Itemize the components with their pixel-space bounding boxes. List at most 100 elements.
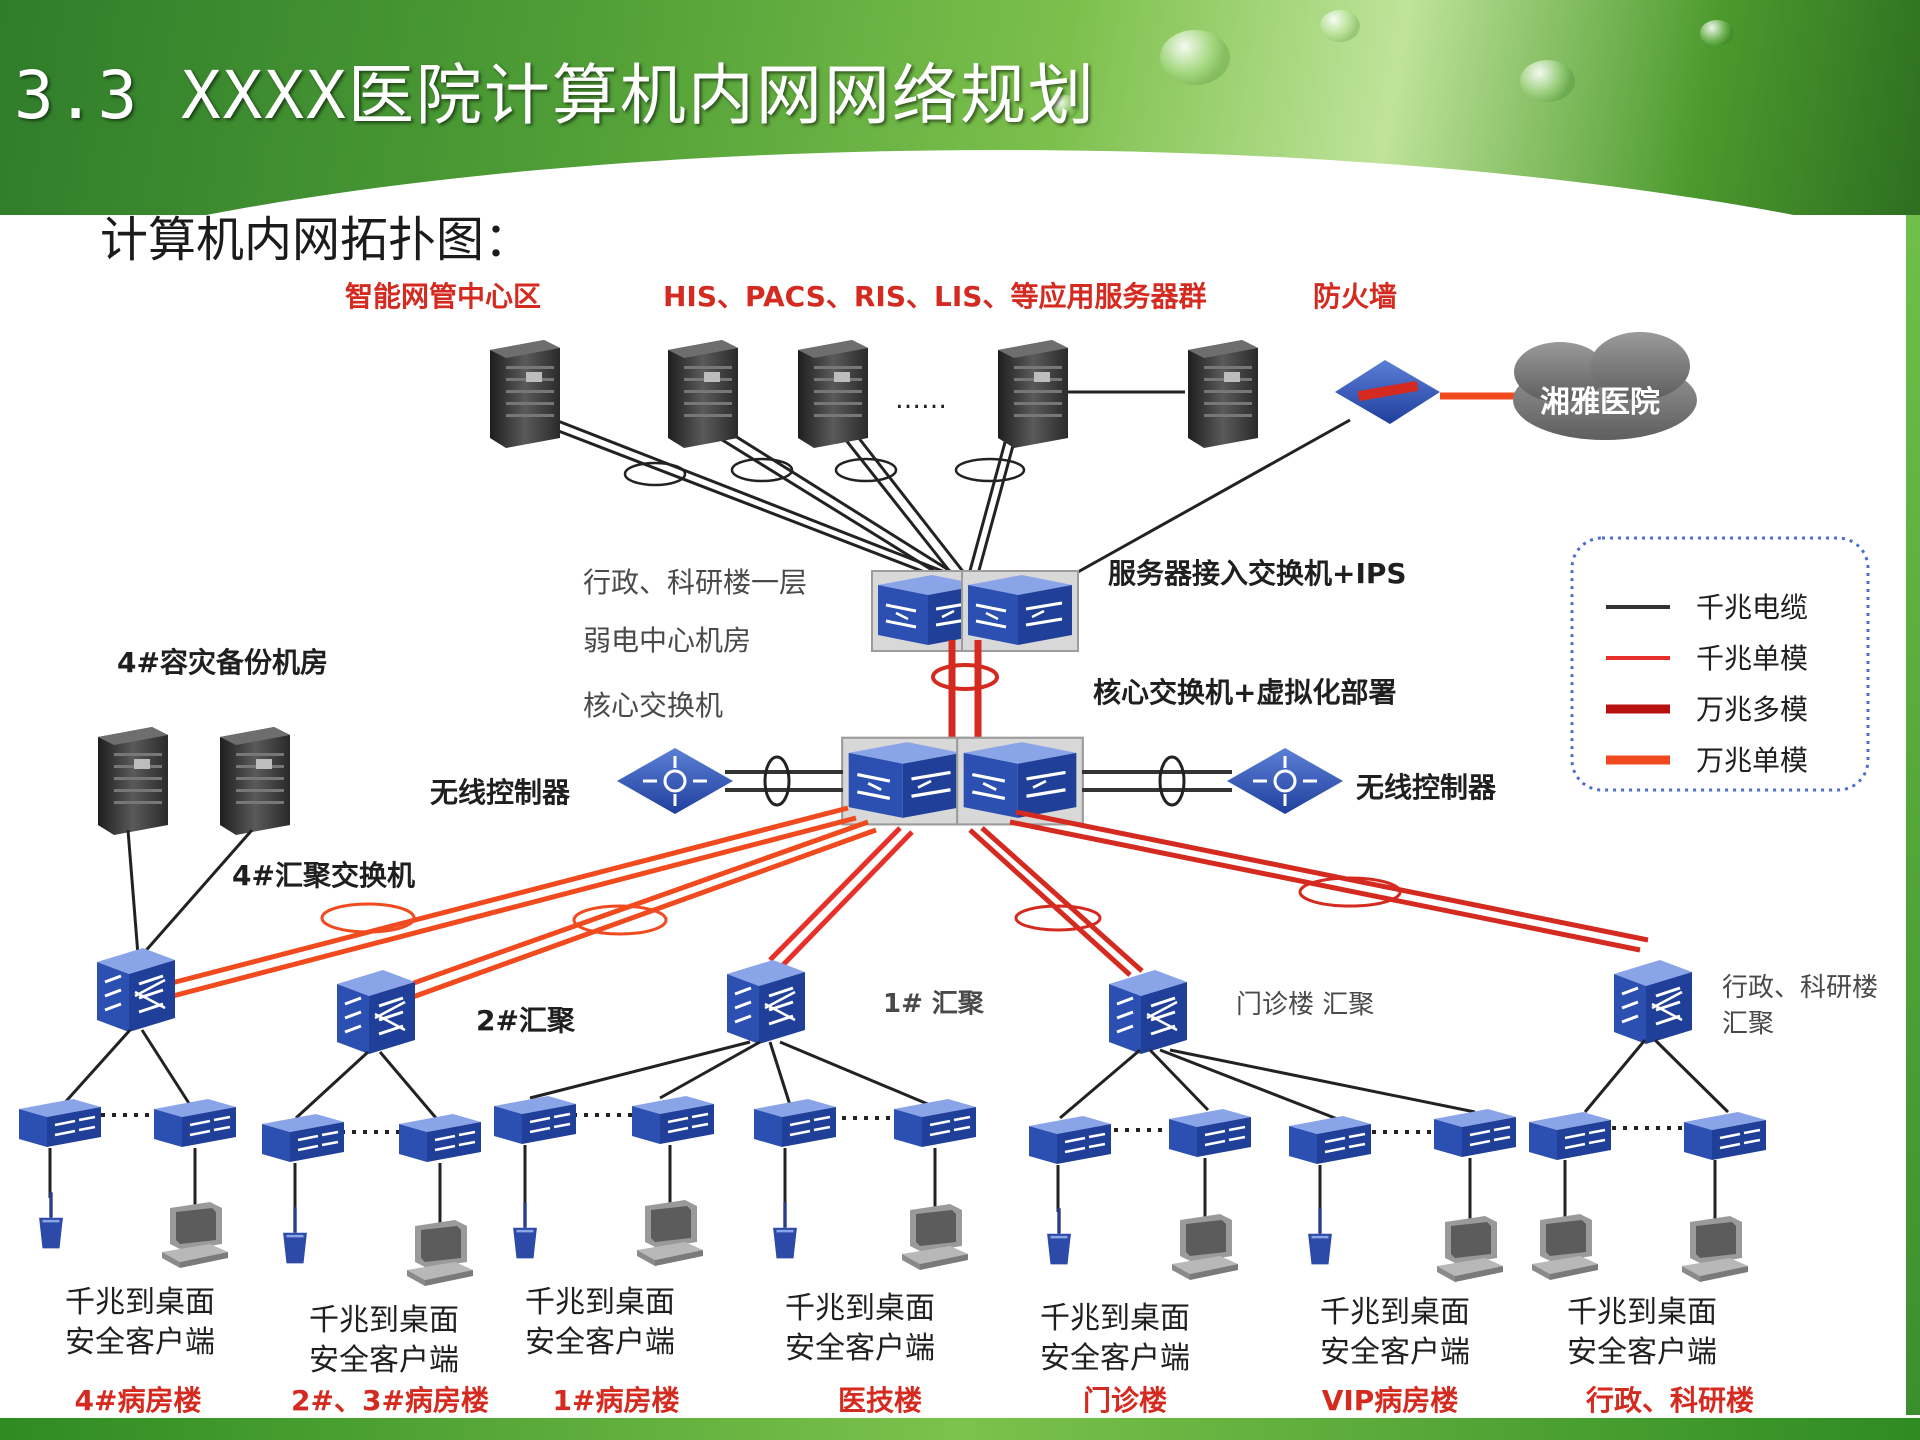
building-labels: 千兆到桌面 安全客户端 4#病房楼 千兆到桌面 安全客户端 2#、3#病房楼 千… — [65, 1285, 1754, 1417]
backup-server-links — [126, 829, 254, 956]
admin-agg-switch-icon — [1612, 958, 1694, 1046]
wireless-ap-icon — [1045, 1206, 1073, 1266]
wireless-controller-right-label: 无线控制器 — [1356, 771, 1497, 804]
core-to-aggregation-links — [159, 805, 1649, 1010]
wireless-controller-left-label: 无线控制器 — [430, 776, 571, 809]
access-switches — [17, 1094, 1768, 1166]
building-line-2: 安全客户端 — [785, 1331, 935, 1366]
wireless-ap-icon — [511, 1200, 539, 1260]
desktop-pc-icon — [637, 1200, 703, 1266]
slide-subtitle: 计算机内网拓扑图： — [100, 212, 533, 268]
legend-box — [1570, 536, 1870, 792]
building-line-2: 安全客户端 — [65, 1325, 215, 1360]
backup-server-icon — [98, 727, 168, 835]
server-ellipsis: …… — [895, 385, 947, 415]
access-switch-icon — [152, 1097, 238, 1149]
network-mgmt-server-icon — [490, 340, 560, 448]
water-drop-decoration — [1700, 20, 1734, 46]
app-server-icon — [668, 340, 738, 448]
agg1-label: 1# 汇聚 — [883, 989, 985, 1019]
cloud-label: 湘雅医院 — [1540, 385, 1660, 420]
agg1-switch-icon — [725, 958, 807, 1046]
desktop-pc-icon — [902, 1204, 968, 1270]
building-line-1: 千兆到桌面 — [1040, 1301, 1190, 1336]
firewall-icon — [1335, 360, 1440, 424]
building-name: 4#病房楼 — [75, 1384, 202, 1417]
server-uplinks — [529, 390, 1351, 584]
water-drop-decoration — [1320, 10, 1360, 42]
app-server-icon — [998, 340, 1068, 448]
wlc-left-link-ellipse — [763, 755, 791, 807]
desktop-pc-icon — [1172, 1214, 1238, 1280]
outpatient-agg-switch-icon — [1107, 968, 1189, 1056]
core-location-line-3: 核心交换机 — [583, 689, 723, 722]
agg2-switch-icon — [335, 968, 417, 1056]
backup-server-icon — [220, 727, 290, 835]
server-access-switch-icon — [870, 569, 1080, 653]
wireless-ap-icon — [281, 1205, 309, 1265]
building-name: 1#病房楼 — [553, 1384, 680, 1417]
wireless-controller-left-icon — [615, 746, 735, 816]
aggregation-to-access-links — [58, 1028, 1730, 1122]
building-name: 医技楼 — [838, 1384, 922, 1417]
server-switch-label: 服务器接入交换机+IPS — [1108, 557, 1407, 590]
wlc-right-links — [1082, 770, 1232, 792]
access-switch-icon — [1027, 1114, 1113, 1166]
zone-label-network-mgmt: 智能网管中心区 — [345, 280, 541, 313]
building-name: 门诊楼 — [1083, 1384, 1167, 1417]
wireless-ap-icon — [771, 1200, 799, 1260]
agg2-label: 2#汇聚 — [476, 1004, 576, 1037]
access-switch-icon — [752, 1097, 838, 1149]
app-server-icon — [798, 340, 868, 448]
building-line-1: 千兆到桌面 — [65, 1285, 215, 1320]
wlc-left-links — [725, 770, 843, 792]
building-line-1: 千兆到桌面 — [309, 1303, 459, 1338]
right-decoration-strip — [1906, 215, 1920, 1415]
outpatient-agg-label: 门诊楼 汇聚 — [1236, 990, 1374, 1020]
building-line-1: 千兆到桌面 — [525, 1285, 675, 1320]
desktop-pc-icon — [407, 1220, 473, 1286]
desktop-pc-icon — [162, 1202, 228, 1268]
water-drop-decoration — [1160, 30, 1230, 85]
legend-label: 万兆多模 — [1696, 693, 1808, 726]
desktop-pc-icon — [1682, 1216, 1748, 1282]
water-drop-decoration — [1050, 95, 1080, 119]
core-location-line-1: 行政、科研楼一层 — [583, 566, 807, 599]
slide-title: 3.3 XXXX医院计算机内网网络规划 — [14, 57, 1096, 134]
footer-bar — [0, 1418, 1920, 1440]
admin-agg-label-line-2: 汇聚 — [1722, 1009, 1774, 1039]
legend-label: 万兆单模 — [1696, 744, 1808, 777]
wireless-ap-icon — [37, 1190, 65, 1250]
water-drop-decoration — [1520, 60, 1575, 102]
wireless-ap-icon — [1306, 1206, 1334, 1266]
access-switch-icon — [260, 1112, 346, 1164]
building-line-2: 安全客户端 — [1320, 1335, 1470, 1370]
legend-label: 千兆电缆 — [1696, 591, 1808, 624]
building-line-1: 千兆到桌面 — [785, 1291, 935, 1326]
building-name: VIP病房楼 — [1322, 1384, 1459, 1417]
access-switch-icon — [1287, 1114, 1373, 1166]
building-line-1: 千兆到桌面 — [1320, 1295, 1470, 1330]
wlc-right-link-ellipse — [1158, 755, 1186, 807]
access-switch-icon — [892, 1097, 978, 1149]
slide-header-banner — [0, 0, 1920, 215]
legend-label: 千兆单模 — [1696, 642, 1808, 675]
access-switch-icon — [630, 1094, 716, 1146]
agg4-switch-icon — [95, 946, 177, 1034]
building-name: 行政、科研楼 — [1585, 1384, 1754, 1417]
building-line-2: 安全客户端 — [525, 1325, 675, 1360]
core-switch-label: 核心交换机+虚拟化部署 — [1093, 676, 1396, 709]
admin-agg-label-line-1: 行政、科研楼 — [1722, 973, 1878, 1003]
agg4-label: 4#汇聚交换机 — [232, 859, 415, 892]
access-switch-icon — [492, 1094, 578, 1146]
app-server-icon — [1188, 340, 1258, 448]
desktop-pc-icon — [1437, 1216, 1503, 1282]
building-line-1: 千兆到桌面 — [1567, 1295, 1717, 1330]
disaster-room-label: 4#容灾备份机房 — [117, 646, 328, 679]
wireless-controller-right-icon — [1225, 746, 1345, 816]
building-line-2: 安全客户端 — [309, 1343, 459, 1378]
access-to-endpoint-links — [48, 1145, 1717, 1225]
access-switch-icon — [397, 1112, 483, 1164]
legend: 千兆电缆 千兆单模 万兆多模 万兆单模 — [1570, 536, 1870, 792]
